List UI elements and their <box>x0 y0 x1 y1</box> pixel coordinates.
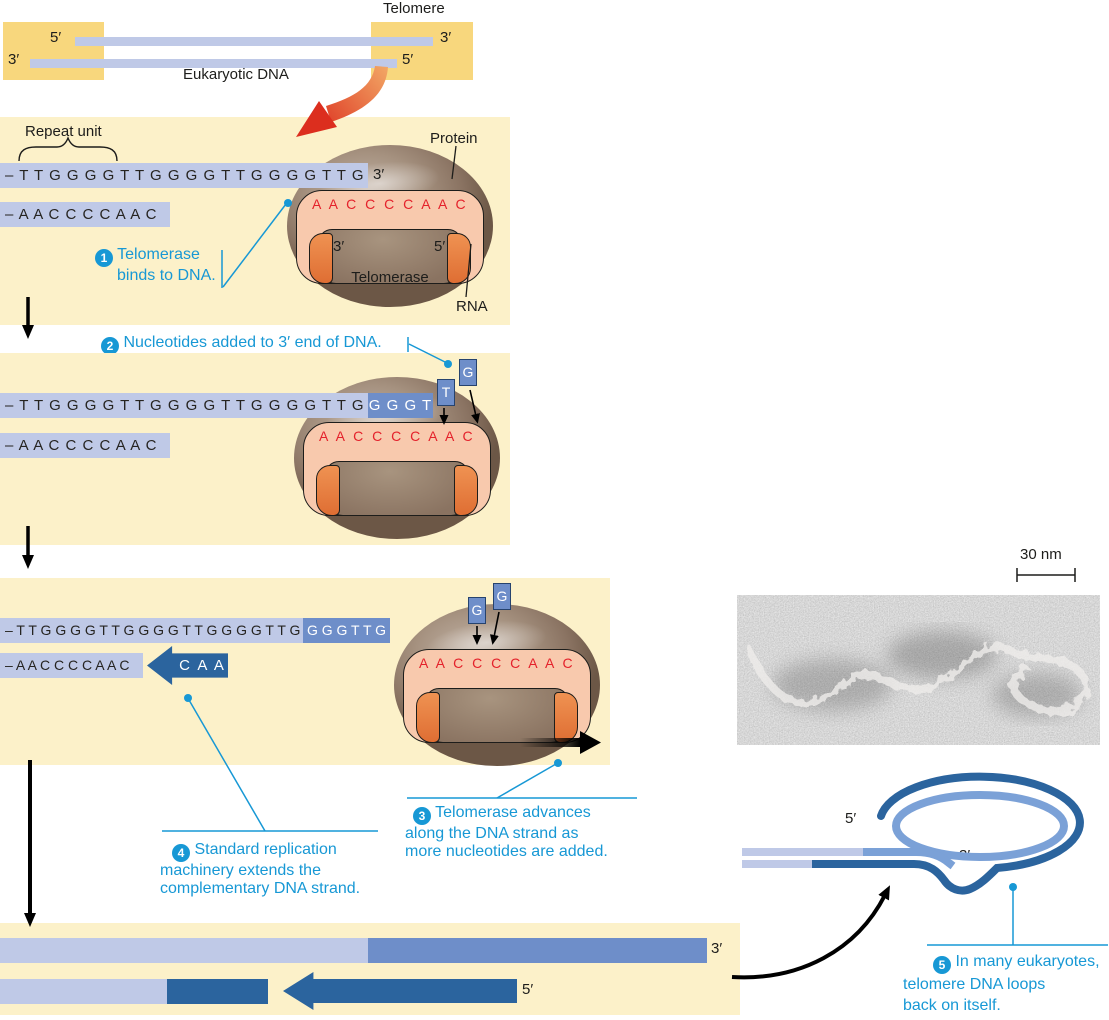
loop-three-prime-label: 3′ <box>959 847 971 864</box>
dna-top-strand <box>75 37 433 46</box>
to-loop-curved-arrow <box>731 885 890 980</box>
step4-text-line1: Standard replication <box>194 841 337 858</box>
step3-text-line2: along the DNA strand as <box>405 825 579 842</box>
result-bottom-strand-old <box>0 979 167 1004</box>
step3-leader-line <box>407 763 637 799</box>
step5-leader-dot <box>1009 883 1017 891</box>
rna-template-sequence: A A C C C C A A C <box>311 196 469 212</box>
step3-text-line3: more nucleotides are added. <box>405 843 608 860</box>
step4-number: 4 <box>172 844 190 862</box>
step1-text-line2: binds to DNA. <box>117 267 216 284</box>
telomere-bottom-strand-sequence: – A A C C C C A A C <box>0 433 170 458</box>
scale-bar <box>1016 568 1076 582</box>
t-loop-outer-strand <box>808 772 1084 895</box>
t-loop-diagram <box>742 772 1084 895</box>
step4-callout: 4 Standard replication machinery extends… <box>160 841 360 898</box>
loop-five-prime-label: 5′ <box>845 810 857 827</box>
rna-template-sequence: A A C C C C A A C <box>318 428 476 444</box>
step3-number: 3 <box>413 807 431 825</box>
step4-text-line3: complementary DNA strand. <box>160 880 361 897</box>
telomerase-enzyme: A A C C C C A A C <box>394 604 600 766</box>
rna-curl-right <box>454 465 478 516</box>
result-top-strand-old <box>0 938 368 963</box>
result-top-strand-new <box>368 938 707 963</box>
nucleotide-t-box: T <box>437 379 455 406</box>
step1-callout: 1 Telomerase binds to DNA. <box>95 246 216 285</box>
new-nucleotides-extension: G G G T <box>368 393 433 418</box>
step4-text-line2: machinery extends the <box>160 862 321 879</box>
telomere-bottom-strand-sequence: – A A C C C C A A C <box>0 653 143 678</box>
step5-number: 5 <box>933 956 951 974</box>
telomerase-label: Telomerase <box>351 269 429 286</box>
step5-callout: 5 In many eukaryotes, telomere DNA loops… <box>903 951 1100 1016</box>
telomere-region-right <box>371 22 473 80</box>
telomere-top-strand-sequence: – T T G G G G T T G G G G T T G G G G T … <box>0 393 368 418</box>
loop-entry-top-strand <box>742 848 863 856</box>
three-prime-overhang-strand <box>863 848 956 870</box>
rna-label: RNA <box>456 298 488 315</box>
step5-text-line2: telomere DNA loops <box>903 976 1046 993</box>
primer-sequence: C A A C <box>179 657 226 674</box>
new-nucleotides-extension: G G G T T G <box>303 618 390 643</box>
rna-curl-left <box>309 233 333 284</box>
three-prime-label: 3′ <box>440 29 452 46</box>
step2-callout: 2 Nucleotides added to 3′ end of DNA. <box>101 334 382 355</box>
nucleotide-g-box: G <box>493 583 511 610</box>
telomerase-enzyme: A A C C C C A A C 3′ 5′ Telomerase <box>287 145 493 307</box>
five-prime-label: 5′ <box>50 29 62 46</box>
telomerase-inner-body <box>325 461 469 516</box>
dna-bottom-strand <box>30 59 397 68</box>
three-prime-label: 3′ <box>711 940 723 957</box>
step1-text-line1: Telomerase <box>117 246 200 263</box>
telomerase-enzyme: A A C C C C A A C <box>294 377 500 539</box>
step3-callout: 3 Telomerase advances along the DNA stra… <box>405 804 608 861</box>
rna-curl-left <box>316 465 340 516</box>
telomere-top-strand-sequence: – T T G G G G T T G G G G T T G G G G T … <box>0 163 368 188</box>
step1-number: 1 <box>95 249 113 267</box>
micrograph-dna-strand <box>745 642 1090 716</box>
nucleotide-g-box: G <box>468 597 486 624</box>
step3-text-line1: Telomerase advances <box>435 804 591 821</box>
rna-template-sequence: A A C C C C A A C <box>418 655 576 671</box>
eukaryotic-dna-label: Eukaryotic DNA <box>183 66 289 83</box>
step5-text-line3: back on itself. <box>903 997 1001 1014</box>
three-prime-label: 3′ <box>373 166 385 183</box>
nucleotide-g-box: G <box>459 359 477 386</box>
step5-leader-line <box>927 888 1108 946</box>
result-bottom-strand-new <box>167 979 268 1004</box>
step5-text-line1: In many eukaryotes, <box>955 953 1100 970</box>
five-prime-label: 5′ <box>402 51 414 68</box>
repeat-unit-label: Repeat unit <box>25 123 102 140</box>
electron-micrograph <box>737 595 1100 745</box>
loop-entry-bottom-strand <box>742 860 812 868</box>
telomerase-inner-body <box>425 688 569 743</box>
rna-curl-left <box>416 692 440 743</box>
rna-three-prime-label: 3′ <box>333 238 345 255</box>
scale-bar-label: 30 nm <box>1020 546 1062 563</box>
telomere-region-left <box>3 22 104 80</box>
telomere-bottom-strand-sequence: – A A C C C C A A C <box>0 202 170 227</box>
rna-five-prime-label: 5′ <box>434 238 446 255</box>
telomere-label: Telomere <box>383 0 445 17</box>
t-loop-inner-strand <box>892 791 1068 861</box>
step2-text: Nucleotides added to 3′ end of DNA. <box>123 334 382 351</box>
five-prime-label: 5′ <box>522 981 534 998</box>
rna-curl-right <box>554 692 578 743</box>
telomerase-inner-body <box>318 229 462 284</box>
telomere-top-strand-sequence: – T T G G G G T T G G G G T T G G G G T … <box>0 618 303 643</box>
three-prime-label: 3′ <box>8 51 20 68</box>
protein-label: Protein <box>430 130 478 147</box>
step2-number: 2 <box>101 337 119 355</box>
